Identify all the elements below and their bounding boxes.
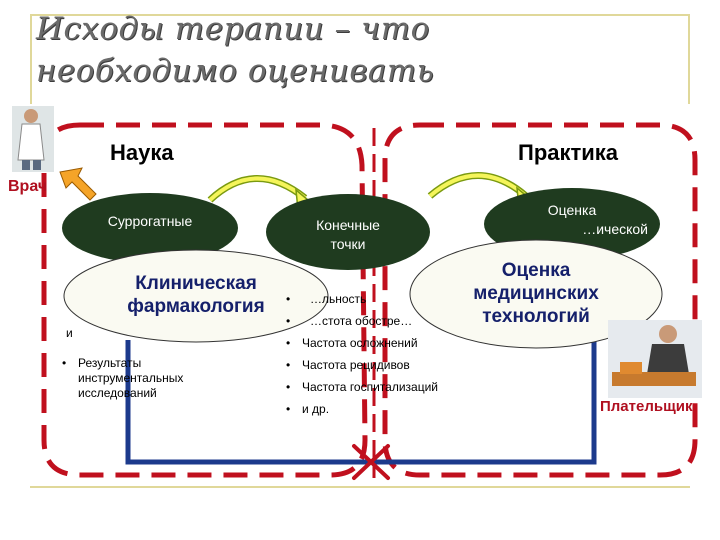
doctor-arrow-icon bbox=[59, 167, 97, 201]
clinical-pharm-line-2: фармакология bbox=[127, 296, 265, 317]
surrogate-text: Суррогатные bbox=[107, 213, 193, 229]
hta-line-2: медицинских bbox=[473, 283, 599, 304]
middle-list: …льность …стота обостре… Частота осложне… bbox=[284, 292, 474, 424]
slide-title: Исходы терапии – что необходимо оцениват… bbox=[36, 8, 676, 92]
doctor-label: Врач bbox=[8, 178, 48, 195]
frame-left-line bbox=[30, 14, 32, 104]
left-list: Результаты инструментальных исследований bbox=[60, 356, 220, 408]
clinical-pharm-line-1: Клиническая bbox=[135, 273, 257, 294]
list-item: …льность bbox=[284, 292, 474, 307]
list-item: и др. bbox=[284, 402, 474, 417]
hta-line-1: Оценка bbox=[501, 260, 571, 281]
frame-bottom-line bbox=[30, 486, 690, 488]
payer-label: Плательщик bbox=[600, 398, 693, 415]
list-item: Частота рецидивов bbox=[284, 358, 474, 373]
frame-top-line bbox=[30, 14, 690, 16]
pharm-eval-text-line-1: Оценка bbox=[547, 202, 597, 218]
pharm-eval-text: Оценка …ической bbox=[496, 201, 648, 239]
slide-title-line-1: Исходы терапии – что bbox=[36, 11, 430, 47]
frame-right-line bbox=[688, 14, 690, 104]
hta-text: Оценка медицинских технологий bbox=[430, 259, 642, 328]
endpoints-text-line-2: точки bbox=[330, 236, 366, 252]
practice-region-border bbox=[382, 122, 698, 478]
pharm-eval-text-line-2: …ической bbox=[582, 221, 648, 237]
hta-line-3: технологий bbox=[482, 306, 590, 327]
left-list-partial: и bbox=[66, 326, 73, 340]
clinical-pharm-text: Клиническая фармакология bbox=[92, 272, 300, 318]
list-item: …стота обостре… bbox=[284, 314, 474, 329]
surrogate-ellipse bbox=[62, 193, 238, 263]
list-item: Частота госпитализаций bbox=[284, 380, 474, 395]
slide-title-line-2: необходимо оценивать bbox=[36, 53, 435, 89]
list-item: Результаты инструментальных исследований bbox=[60, 356, 220, 401]
doctor-figure-icon bbox=[12, 106, 54, 172]
red-x-icon bbox=[352, 444, 390, 480]
endpoints-ellipse bbox=[266, 194, 430, 270]
blue-connector bbox=[125, 320, 597, 465]
endpoints-text-line-1: Конечные bbox=[316, 217, 380, 233]
endpoints-text: Конечные точки bbox=[282, 216, 414, 254]
businessman-desk-icon bbox=[608, 320, 702, 398]
practice-label: Практика bbox=[518, 140, 619, 165]
list-item: Частота осложнений bbox=[284, 336, 474, 351]
science-label: Наука bbox=[110, 140, 174, 165]
